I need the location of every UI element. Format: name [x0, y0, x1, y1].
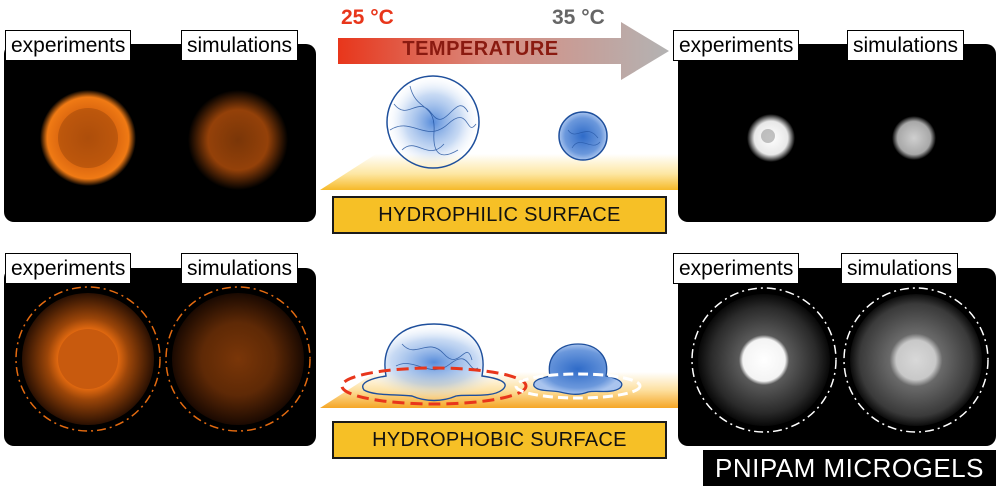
- simulation-orange-halo: [172, 293, 304, 425]
- experiment-orange-core: [58, 108, 118, 168]
- collapsed-microgel: [558, 111, 608, 161]
- figure-title: PNIPAM MICROGELS: [703, 450, 996, 486]
- temperature-arrow-shape: [338, 22, 669, 80]
- bottom-left-simulations-tag: simulations: [181, 253, 299, 284]
- bottom-left-experiments-tag: experiments: [5, 253, 132, 284]
- polymer-network-lines: [389, 85, 477, 156]
- contact-line-white: [514, 372, 642, 400]
- experiment-gray-halo: [698, 294, 830, 426]
- temperature-axis-label: TEMPERATURE: [402, 38, 559, 60]
- simulation-gray-disk: [892, 116, 936, 160]
- collapsed-network-lines: [567, 129, 601, 149]
- contact-line-red: [340, 366, 528, 406]
- bottom-right-micrographs: [691, 287, 989, 433]
- hydrophilic-schematic: [320, 75, 678, 190]
- temperature-arrow: [338, 22, 669, 80]
- spread-microgel-large: [362, 323, 506, 402]
- spread-microgel-small: [533, 343, 623, 395]
- top-right-micrographs: [747, 114, 936, 162]
- hydrophobic-schematic: [320, 323, 678, 408]
- experiment-contact-circle: [691, 287, 837, 433]
- top-right-image-panel: [678, 44, 996, 222]
- top-left-image-panel: [4, 44, 316, 222]
- simulation-orange-disk: [188, 90, 288, 190]
- bottom-right-image-panel: [678, 268, 996, 446]
- top-left-experiments-tag: experiments: [5, 30, 132, 61]
- bottom-right-simulations-tag: simulations: [841, 253, 959, 284]
- experiment-orange-core: [58, 329, 118, 389]
- bottom-left-image-panel: [4, 268, 316, 446]
- hydrophobic-surface-label: HYDROPHOBIC SURFACE: [332, 421, 667, 459]
- simulation-contact-circle: [165, 286, 311, 432]
- hydrophilic-surface-plane: [320, 154, 678, 190]
- hydrophilic-surface-label: HYDROPHILIC SURFACE: [332, 196, 667, 234]
- top-right-simulations-tag: simulations: [847, 30, 965, 61]
- top-left-micrographs: [40, 90, 288, 190]
- simulation-contact-circle: [843, 287, 989, 433]
- experiment-contact-circle: [15, 286, 161, 432]
- bottom-left-micrographs: [15, 286, 311, 432]
- top-right-experiments-tag: experiments: [673, 30, 800, 61]
- swollen-microgel: [386, 75, 480, 169]
- spread-network-lines: [395, 343, 479, 370]
- low-temperature-label: 25 °C: [341, 6, 394, 29]
- simulation-gray-halo: [850, 294, 982, 426]
- top-left-simulations-tag: simulations: [181, 30, 299, 61]
- high-temperature-label: 35 °C: [552, 6, 605, 29]
- experiment-white-speckle: [761, 129, 775, 143]
- bottom-right-experiments-tag: experiments: [673, 253, 800, 284]
